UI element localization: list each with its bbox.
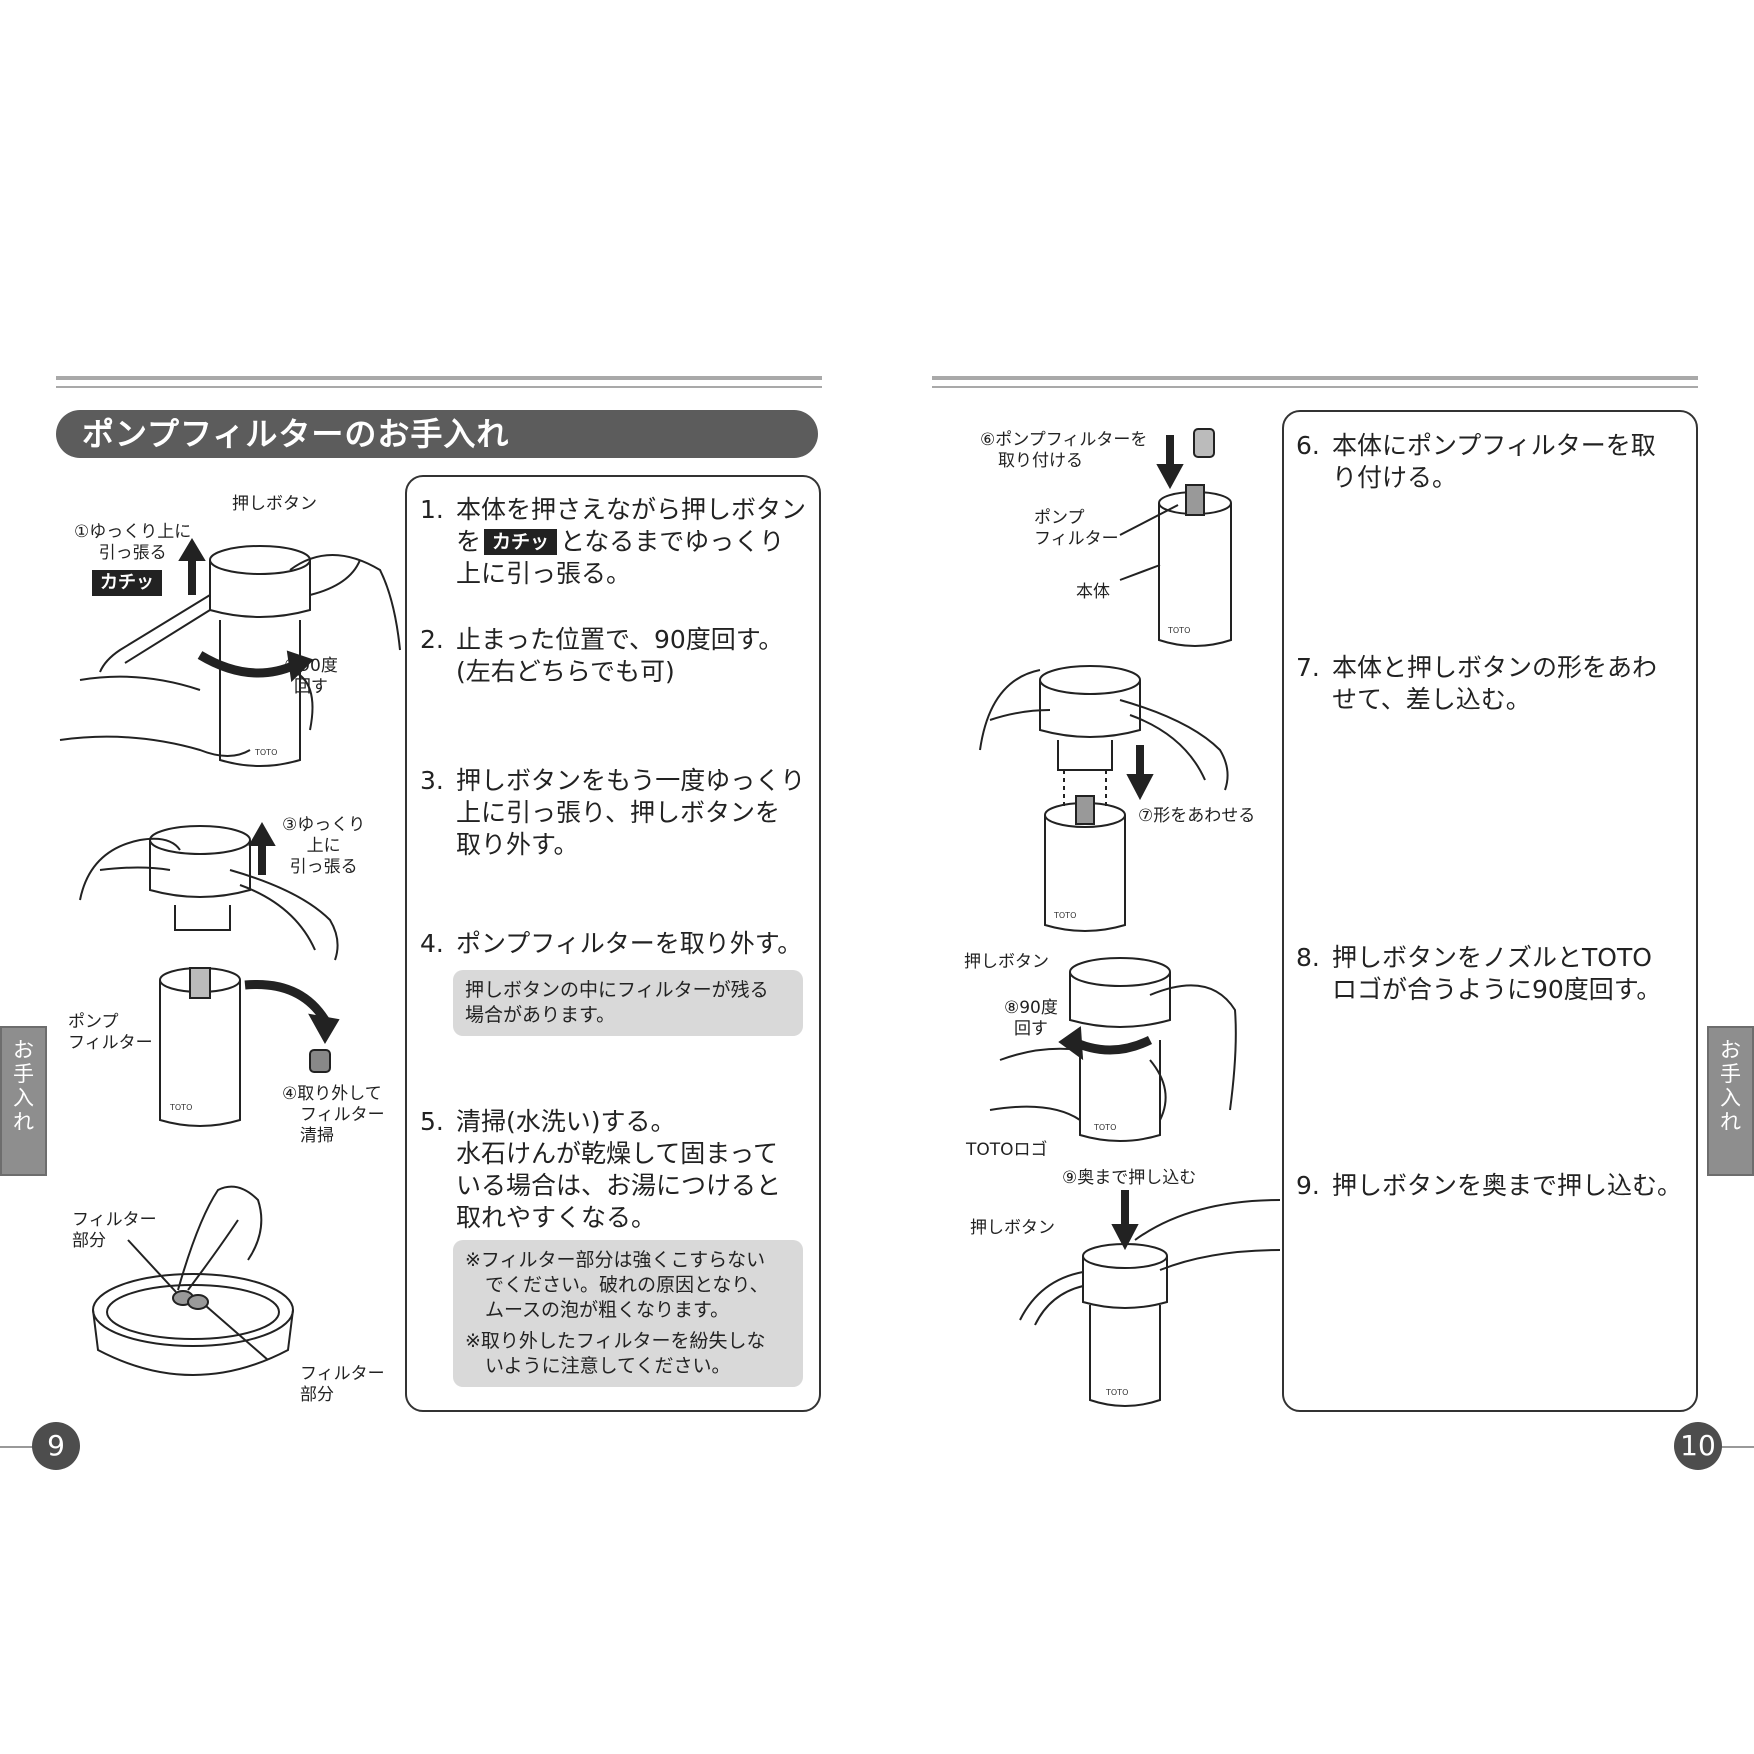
- label-pump-filter-right: ポンプ フィルター: [1034, 508, 1119, 549]
- badge-katchi: カチッ: [484, 529, 558, 555]
- illustration-step7: TOTO: [979, 665, 1229, 932]
- label-filter-part-a: フィルター 部分: [72, 1210, 157, 1251]
- illustration-step1-2: TOTO: [59, 538, 401, 767]
- illustration-step5: [92, 1185, 294, 1376]
- right-top-rule: [932, 376, 1698, 380]
- svg-text:TOTO: TOTO: [1167, 626, 1190, 635]
- svg-text:TOTO: TOTO: [1053, 911, 1076, 920]
- label-rotate-90-8: ⑧90度 回す: [1004, 998, 1058, 1039]
- step-8: 8. 押しボタンをノズルとTOTO ロゴが合うように90度回す。: [1296, 943, 1662, 1004]
- label-toto-logo: TOTOロゴ: [966, 1140, 1048, 1160]
- svg-text:TOTO: TOTO: [1093, 1123, 1116, 1132]
- label-body: 本体: [1076, 582, 1110, 602]
- right-steps-panel: [1282, 410, 1698, 1412]
- label-filter-part-b: フィルター 部分: [300, 1364, 385, 1405]
- left-top-rule-2: [56, 386, 822, 388]
- right-page-number: 10: [1674, 1422, 1722, 1470]
- label-pull-up-3: ③ゆっくり 上に 引っ張る: [282, 815, 366, 877]
- step-7: 7. 本体と押しボタンの形をあわ せて、差し込む。: [1296, 653, 1658, 714]
- left-page-number-line: [0, 1446, 40, 1448]
- label-push-button-right-b: 押しボタン: [970, 1218, 1055, 1238]
- label-katchi: カチッ: [92, 570, 162, 596]
- right-page-number-line: [1714, 1446, 1754, 1448]
- illustration-step3: [79, 821, 339, 961]
- svg-text:TOTO: TOTO: [169, 1103, 192, 1112]
- label-align-shape: ⑦形をあわせる: [1138, 806, 1256, 826]
- label-pull-slowly: ①ゆっくり上に 引っ張る: [74, 522, 192, 563]
- label-push-in: ⑨奥まで押し込む: [1062, 1168, 1197, 1188]
- illustration-step4: TOTO: [159, 967, 340, 1127]
- left-top-rule: [56, 376, 822, 380]
- right-side-tab: お 手 入 れ: [1707, 1026, 1754, 1176]
- label-pump-filter-left: ポンプ フィルター: [68, 1012, 153, 1053]
- svg-text:TOTO: TOTO: [1105, 1388, 1128, 1397]
- left-side-tab: お 手 入 れ: [0, 1026, 47, 1176]
- svg-text:TOTO: TOTO: [254, 748, 277, 757]
- step-5: 5. 清掃(水洗い)する。 水石けんが乾燥して固まって いる場合は、お湯につける…: [420, 1107, 782, 1232]
- label-remove-clean: ④取り外して フィルター 清掃: [282, 1084, 385, 1146]
- illustration-step8: TOTO: [989, 957, 1237, 1142]
- illustration-step6: TOTO: [1119, 428, 1232, 647]
- left-page-number: 9: [32, 1422, 80, 1470]
- right-top-rule-2: [932, 386, 1698, 388]
- label-push-button-right-a: 押しボタン: [964, 952, 1049, 972]
- step-3: 3. 押しボタンをもう一度ゆっくり 上に引っ張り、押しボタンを 取り外す。: [420, 766, 806, 859]
- step-1: 1. 本体を押さえながら押しボタン をカチッとなるまでゆっくり 上に引っ張る。: [420, 495, 807, 588]
- step-4: 4. ポンプフィルターを取り外す。: [420, 929, 803, 958]
- step-5-notes: ※フィルター部分は強くこすらない でください。破れの原因となり、 ムースの泡が粗…: [453, 1240, 803, 1387]
- step-9: 9. 押しボタンを奥まで押し込む。: [1296, 1171, 1683, 1200]
- section-title: ポンプフィルターのお手入れ: [56, 410, 818, 458]
- step-6: 6. 本体にポンプフィルターを取 り付ける。: [1296, 431, 1656, 492]
- label-attach-filter: ⑥ポンプフィルターを 取り付ける: [980, 430, 1148, 471]
- step-2: 2. 止まった位置で、90度回す。 (左右どちらでも可): [420, 625, 784, 686]
- label-push-button: 押しボタン: [232, 494, 317, 514]
- step-4-note: 押しボタンの中にフィルターが残る 場合があります。: [453, 970, 803, 1036]
- illustration-step9: TOTO: [1019, 1190, 1281, 1407]
